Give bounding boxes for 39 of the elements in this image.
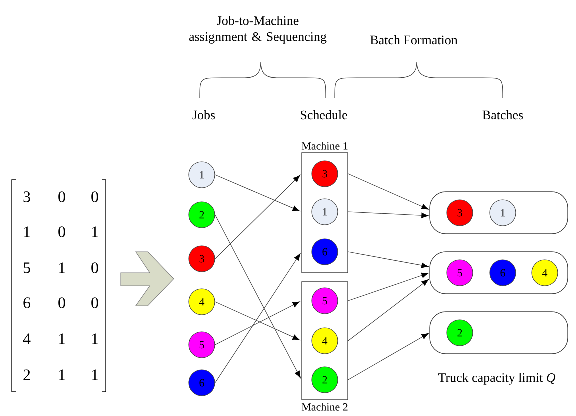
matrix-entry: 0 bbox=[92, 192, 98, 202]
matrix-entry: 1 bbox=[59, 334, 66, 344]
arrow bbox=[348, 333, 429, 380]
matrix-entry: 4 bbox=[23, 334, 31, 344]
machine-label: Machine 2 bbox=[302, 403, 348, 411]
arrow bbox=[215, 214, 301, 378]
matrix-entry: 1 bbox=[24, 226, 30, 238]
matrix-entry: 2 bbox=[24, 370, 30, 380]
arrow bbox=[348, 272, 429, 302]
arrow bbox=[348, 174, 429, 210]
batch-box bbox=[430, 252, 568, 294]
machine-label: Machine 1 bbox=[302, 142, 348, 150]
brace-label: Job-to-Machine assignment & Sequencing bbox=[190, 16, 327, 44]
matrix-entry: 1 bbox=[92, 370, 98, 380]
arrow bbox=[348, 212, 429, 218]
brace-label: Batch Formation bbox=[370, 35, 458, 45]
matrix-entry: 0 bbox=[58, 226, 66, 238]
matrix-entry: 1 bbox=[59, 370, 66, 380]
column-heading: Schedule bbox=[301, 110, 348, 120]
batch-box bbox=[430, 192, 568, 234]
batch-box bbox=[430, 312, 568, 354]
matrix-entry: 1 bbox=[92, 334, 98, 344]
matrix-entry: 0 bbox=[58, 192, 66, 202]
column-heading: Batches bbox=[482, 110, 524, 120]
matrix-entry: 1 bbox=[92, 226, 98, 238]
matrix-entry: 0 bbox=[92, 298, 98, 308]
arrow bbox=[215, 174, 300, 212]
arrow bbox=[215, 254, 301, 384]
note: Truck capacity limit Q bbox=[438, 373, 556, 385]
matrix-entry: 6 bbox=[24, 298, 31, 308]
matrix-entry: 0 bbox=[92, 262, 98, 274]
arrow bbox=[215, 175, 300, 260]
matrix-entry: 3 bbox=[24, 192, 30, 202]
matrix-entry: 0 bbox=[58, 298, 66, 308]
matrix-entry: 5 bbox=[24, 262, 30, 274]
arrow bbox=[348, 252, 429, 268]
matrix-entry: 1 bbox=[59, 262, 66, 274]
arrow bbox=[348, 279, 429, 342]
column-heading: Jobs bbox=[192, 110, 216, 120]
